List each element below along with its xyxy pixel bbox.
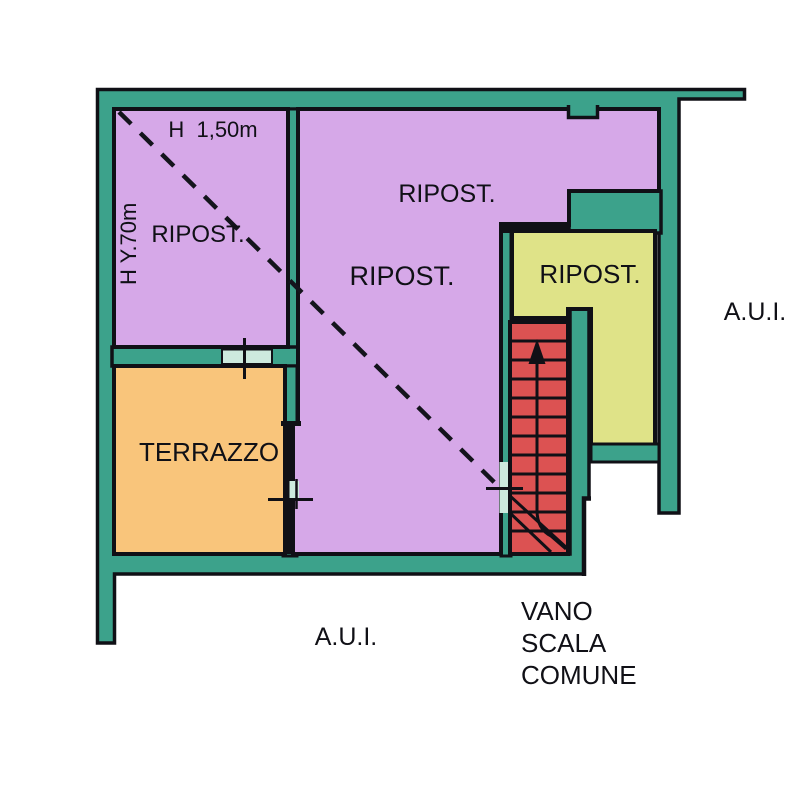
svg-text:A.U.I.: A.U.I. bbox=[724, 298, 787, 326]
svg-text:COMUNE: COMUNE bbox=[521, 660, 637, 690]
svg-text:RIPOST.: RIPOST. bbox=[151, 221, 244, 248]
svg-text:RIPOST.: RIPOST. bbox=[539, 259, 640, 289]
svg-text:TERRAZZO: TERRAZZO bbox=[139, 437, 279, 467]
svg-text:H 1,50m: H 1,50m bbox=[168, 117, 257, 142]
svg-text:SCALA: SCALA bbox=[521, 628, 607, 658]
svg-text:VANO: VANO bbox=[521, 596, 593, 626]
svg-text:RIPOST.: RIPOST. bbox=[349, 261, 454, 291]
svg-text:A.U.I.: A.U.I. bbox=[315, 623, 378, 651]
svg-text:RIPOST.: RIPOST. bbox=[398, 180, 495, 208]
svg-text:H Y.70m: H Y.70m bbox=[116, 203, 141, 285]
